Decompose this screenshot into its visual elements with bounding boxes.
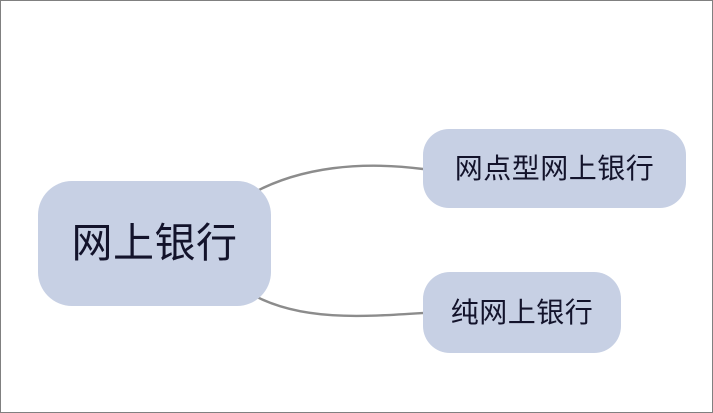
mindmap-root-node-label: 网上银行 bbox=[71, 219, 238, 267]
mindmap-child-node-0[interactable]: 网点型网上银行 bbox=[423, 129, 686, 208]
edge-root-to-child-0 bbox=[251, 164, 425, 195]
mindmap-root-node[interactable]: 网上银行 bbox=[38, 181, 271, 306]
mindmap-child-node-0-label: 网点型网上银行 bbox=[454, 151, 655, 185]
mindmap-child-node-1-label: 纯网上银行 bbox=[450, 295, 594, 329]
mindmap-child-node-1[interactable]: 纯网上银行 bbox=[423, 272, 621, 353]
edge-root-to-child-1 bbox=[251, 293, 425, 318]
